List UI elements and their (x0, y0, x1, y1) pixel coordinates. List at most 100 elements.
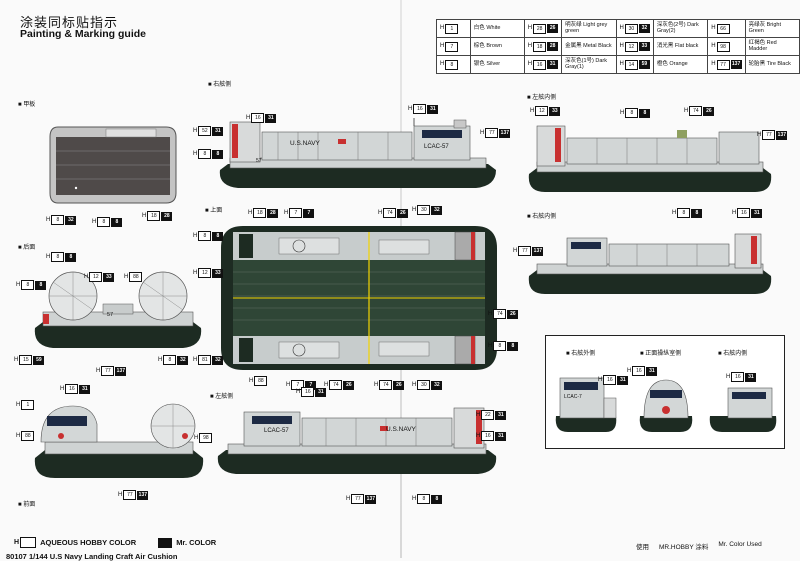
mr-code-box: 32 (638, 24, 650, 33)
mr-code-box: 32 (65, 215, 77, 225)
hobby-code-box: 16 (632, 366, 646, 376)
legend-name-en: Silver (486, 60, 501, 67)
hobby-code-box: 66 (716, 23, 730, 34)
hobby-code-box: 16 (413, 104, 427, 114)
hobby-code-box: 8 (493, 341, 507, 351)
mr-code-box: 31 (745, 372, 757, 382)
legend-name-cell: 白色 White (469, 19, 525, 38)
hobby-code-box: 12 (198, 268, 212, 278)
rear-view-drawing (34, 271, 202, 348)
mr-code-box: 31 (265, 113, 277, 123)
legend-name-cn: 轮胎黑 (748, 60, 766, 67)
mr-code-box: 8 (507, 341, 519, 351)
hobby-code-box: 8 (445, 59, 459, 70)
legend-name-cn: 金属黑 (565, 42, 582, 49)
mr-code-box: 32 (431, 380, 443, 390)
inset-inner-drawing (709, 387, 777, 432)
mr-code-box: 26 (547, 24, 559, 33)
hull-us-navy-left: U.S.NAVY (386, 426, 416, 433)
hobby-code-box: 81 (198, 355, 212, 365)
legend-name-cn: 深灰色(2号) (656, 21, 686, 28)
legend-name-cell: 深灰色(1号) Dark Gray(1) (561, 55, 617, 74)
hobby-code-box: 1 (21, 400, 35, 410)
legend-name-en: Orange (669, 60, 688, 67)
mr-code-box: 32 (431, 205, 443, 215)
hobby-code-box: 98 (199, 433, 213, 443)
mr-code-box: 26 (397, 208, 409, 218)
hobby-code-box: 74 (329, 380, 343, 390)
hull-57-rear: 57 (107, 312, 114, 318)
label-front: 前面 (18, 499, 35, 508)
mr-code-box: 137 (137, 490, 149, 500)
legend-name-cn: 亮绿灰 (748, 21, 766, 28)
hobby-code-box: 8 (51, 252, 65, 262)
left-side-drawing (217, 407, 497, 474)
hobby-code-box: 7 (445, 41, 459, 52)
usage-cn: 使用 (636, 544, 649, 551)
mr-code-box: 8 (431, 494, 443, 504)
top-view-drawing (221, 226, 497, 370)
legend-name-cell: 深灰色(2号) Dark Gray(2) (652, 19, 709, 38)
mr-color-label: Mr. COLOR (176, 538, 217, 547)
hull-lcac-inset: LCAC-7 (564, 394, 582, 400)
label-rear: 后面 (18, 242, 35, 251)
hobby-code-box: 98 (716, 41, 730, 52)
hobby-code-box: 8 (198, 149, 212, 159)
legend-name-cn: 消光黑 (656, 42, 674, 49)
label-right-inner: 右舷内侧 (527, 211, 556, 220)
legend-name-cn: 银色 (473, 60, 485, 67)
mr-code-box: 8 (111, 217, 123, 227)
hobby-code-box: 74 (379, 380, 393, 390)
hobby-code-box: 16 (737, 208, 751, 218)
hobby-code-box: 18 (533, 41, 547, 52)
usage-en: Mr. Color Used (718, 541, 762, 548)
label-left-inner: 左舷内侧 (527, 92, 556, 101)
mr-code-box: 31 (751, 208, 763, 218)
mr-code-box: 8 (212, 149, 224, 159)
mr-code-box: 28 (161, 211, 173, 221)
label-right-side: 右舷侧 (208, 79, 231, 88)
legend-name-cell: 亮绿灰 Bright Green (744, 19, 800, 38)
hobby-code-box: 1 (445, 23, 459, 34)
label-top: 上面 (205, 205, 222, 214)
mr-color-box-icon (158, 537, 173, 548)
mr-code-box: 33 (549, 106, 561, 116)
mr-code-box: 33 (638, 42, 650, 51)
mr-code-box: 26 (343, 380, 355, 390)
hobby-code-box: 8 (677, 208, 691, 218)
hobby-code-box: 88 (21, 431, 35, 441)
legend-name-cell: 明灰绿 Light grey green (561, 19, 617, 38)
hobby-code-box: 8 (198, 231, 212, 241)
hobby-code-box: 28 (533, 23, 547, 34)
hobby-code-box: 16 (251, 113, 265, 123)
